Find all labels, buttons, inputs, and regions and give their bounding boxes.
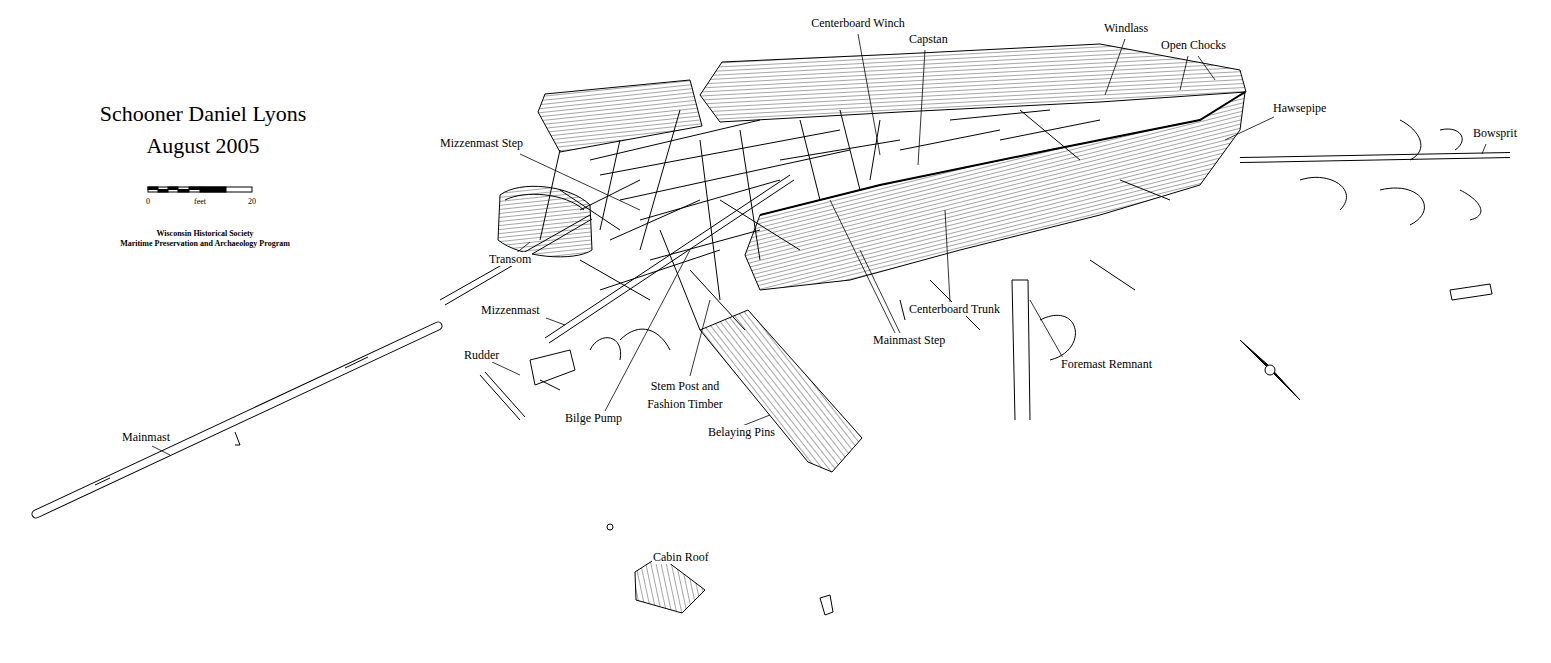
part-label: Open Chocks bbox=[1160, 38, 1227, 52]
part-label: Rudder bbox=[463, 348, 500, 362]
part-label: Mizzenmast bbox=[480, 303, 541, 317]
part-label: Transom bbox=[488, 252, 532, 266]
part-label: Mizzenmast Step bbox=[439, 136, 524, 150]
part-label: Mainmast Step bbox=[872, 333, 946, 347]
part-label: feet bbox=[193, 197, 207, 207]
part-label: Bilge Pump bbox=[564, 411, 623, 425]
part-label: Cabin Roof bbox=[652, 550, 710, 564]
part-label: Centerboard Trunk bbox=[908, 302, 1001, 316]
part-label: Belaying Pins bbox=[707, 425, 776, 439]
part-label: Bowsprit bbox=[1472, 126, 1518, 140]
part-label: 0 bbox=[145, 197, 151, 207]
part-label: Stem Post and Fashion Timber bbox=[634, 377, 736, 413]
wreck-drawing bbox=[36, 34, 1510, 615]
part-label: Wisconsin Historical Society bbox=[155, 229, 254, 239]
leader-lines bbox=[152, 34, 1486, 455]
part-label: Centerboard Winch bbox=[810, 16, 906, 30]
plan-title: Schooner Daniel Lyons August 2005 bbox=[82, 98, 324, 162]
part-label: Foremast Remnant bbox=[1060, 357, 1153, 371]
part-label: Maritime Preservation and Archaeology Pr… bbox=[119, 239, 291, 249]
part-label: Windlass bbox=[1103, 21, 1149, 35]
part-label: 20 bbox=[247, 197, 257, 207]
part-label: Hawsepipe bbox=[1272, 101, 1327, 115]
part-label: Capstan bbox=[908, 32, 949, 46]
part-label: Mainmast bbox=[121, 430, 171, 444]
